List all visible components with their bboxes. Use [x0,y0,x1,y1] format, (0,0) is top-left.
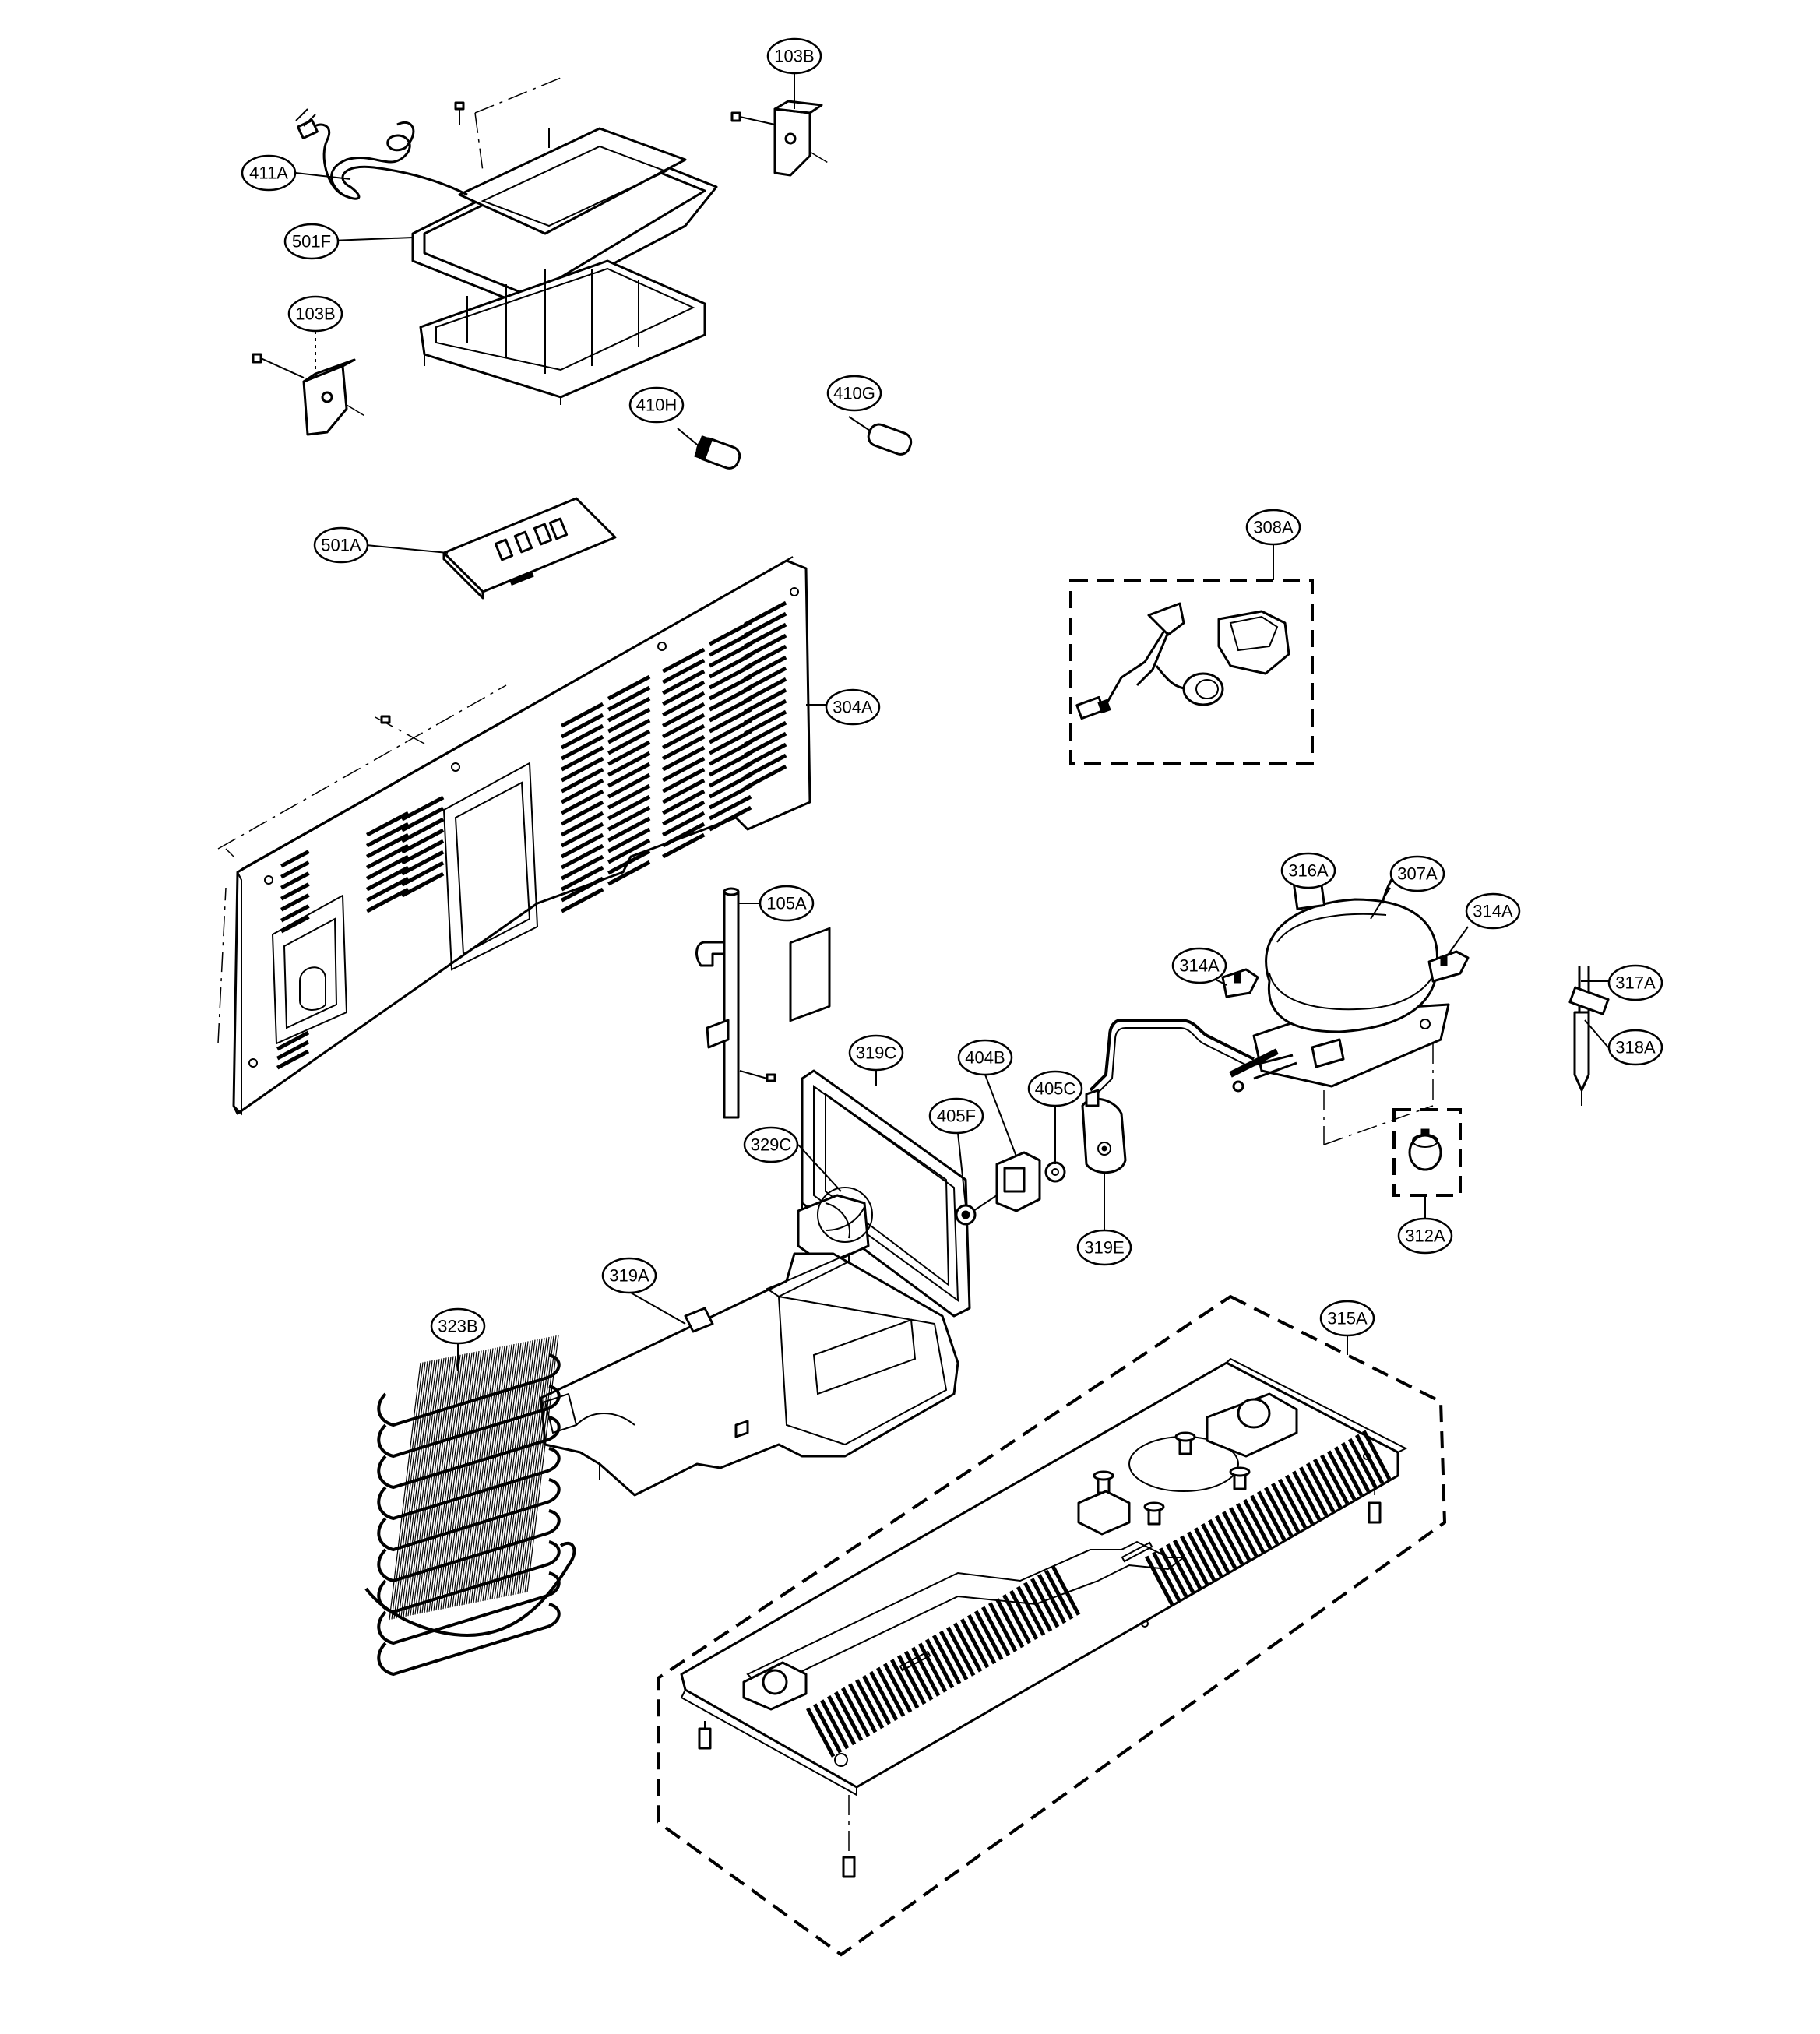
screw-top [454,101,465,125]
bracket-103B-top [730,100,830,177]
evap-tray-319E [1081,1089,1127,1174]
callout-105A: 105A [759,885,815,922]
bracket-103B-left [252,353,367,436]
condenser-323B [364,1335,576,1677]
svg-text:404B: 404B [965,1048,1005,1068]
pcb-501A [442,497,617,600]
callout-501A: 501A [313,526,369,564]
callout-308A: 308A [1245,508,1301,546]
machine-compartment-frame-319A [540,1252,959,1497]
callout-319C: 319C [848,1034,904,1072]
svg-text:323B: 323B [438,1317,477,1336]
callout-318A: 318A [1607,1029,1663,1066]
tube-105A [695,887,776,1119]
svg-text:308A: 308A [1253,518,1294,537]
back-cover-304A [217,556,811,1116]
base-plate-315A [657,1294,1447,1957]
compressor-307A [1089,861,1450,1145]
callout-314A-left: 314A [1171,947,1227,984]
callout-103B-left: 103B [287,295,343,333]
callout-323B: 323B [430,1307,486,1345]
callout-329C: 329C [743,1126,799,1163]
leader-lines [295,74,1609,1355]
svg-text:314A: 314A [1179,956,1220,976]
bolt [1093,1470,1114,1494]
relay-overload-kit-308A [1069,545,1314,765]
callout-316A: 316A [1280,852,1336,889]
svg-text:103B: 103B [774,47,814,66]
svg-text:405F: 405F [937,1107,976,1126]
svg-text:316A: 316A [1288,861,1329,881]
svg-text:312A: 312A [1405,1226,1445,1246]
svg-text:318A: 318A [1615,1038,1656,1057]
callout-405C: 405C [1027,1070,1083,1107]
svg-text:314A: 314A [1473,902,1513,921]
callout-307A: 307A [1389,855,1445,892]
svg-text:405C: 405C [1035,1079,1076,1099]
bolt [1229,1466,1251,1490]
washer-405F [955,1204,977,1226]
callout-404B: 404B [957,1039,1013,1076]
callout-315A: 315A [1319,1300,1375,1337]
callout-501F: 501F [283,223,340,260]
callout-312A: 312A [1397,1217,1453,1255]
svg-text:307A: 307A [1397,864,1438,884]
svg-text:319E: 319E [1084,1238,1124,1258]
callout-405F: 405F [928,1097,984,1135]
svg-text:315A: 315A [1327,1309,1368,1328]
svg-text:501F: 501F [292,232,331,252]
fan-blade-329C [789,927,873,1267]
lamp-socket-410G [848,416,913,456]
screw [698,1721,712,1750]
svg-text:329C: 329C [751,1135,792,1155]
drier-317A-318A [1568,966,1610,1106]
callout-410H: 410H [628,386,685,424]
svg-text:410G: 410G [833,384,875,403]
callout-103B-top: 103B [766,37,822,75]
callout-411A: 411A [241,154,297,192]
fan-motor-404B [973,1151,1041,1212]
svg-text:411A: 411A [249,164,288,183]
power-cord-411A [295,108,468,200]
svg-text:105A: 105A [766,894,807,913]
control-cover-501F [411,127,718,309]
bolt [1174,1431,1196,1455]
callout-319E: 319E [1076,1229,1132,1266]
svg-text:319C: 319C [856,1043,897,1063]
vent-grille [276,600,787,1070]
svg-text:410H: 410H [636,396,678,415]
vent-grille [806,1430,1392,1758]
control-box-assembly [252,77,913,470]
clip-314A-right [1427,950,1470,983]
svg-text:501A: 501A [321,536,361,555]
callout-317A: 317A [1607,964,1663,1001]
bolt [1143,1501,1165,1526]
callout-314A-right: 314A [1465,892,1521,930]
clip-314A-left [1221,968,1259,998]
lamp-socket-410H [677,428,741,470]
capacitor-312A [1392,1108,1462,1219]
screw [842,1795,856,1878]
callout-410G: 410G [826,375,882,412]
callout-319A: 319A [601,1257,657,1294]
svg-text:304A: 304A [833,698,873,717]
control-box-base [419,259,706,405]
svg-text:319A: 319A [609,1266,649,1286]
svg-text:317A: 317A [1615,973,1656,993]
washer-405C [1044,1161,1066,1183]
callout-304A: 304A [825,688,881,726]
fan-shroud-319C [801,1069,971,1318]
svg-text:103B: 103B [295,304,335,324]
